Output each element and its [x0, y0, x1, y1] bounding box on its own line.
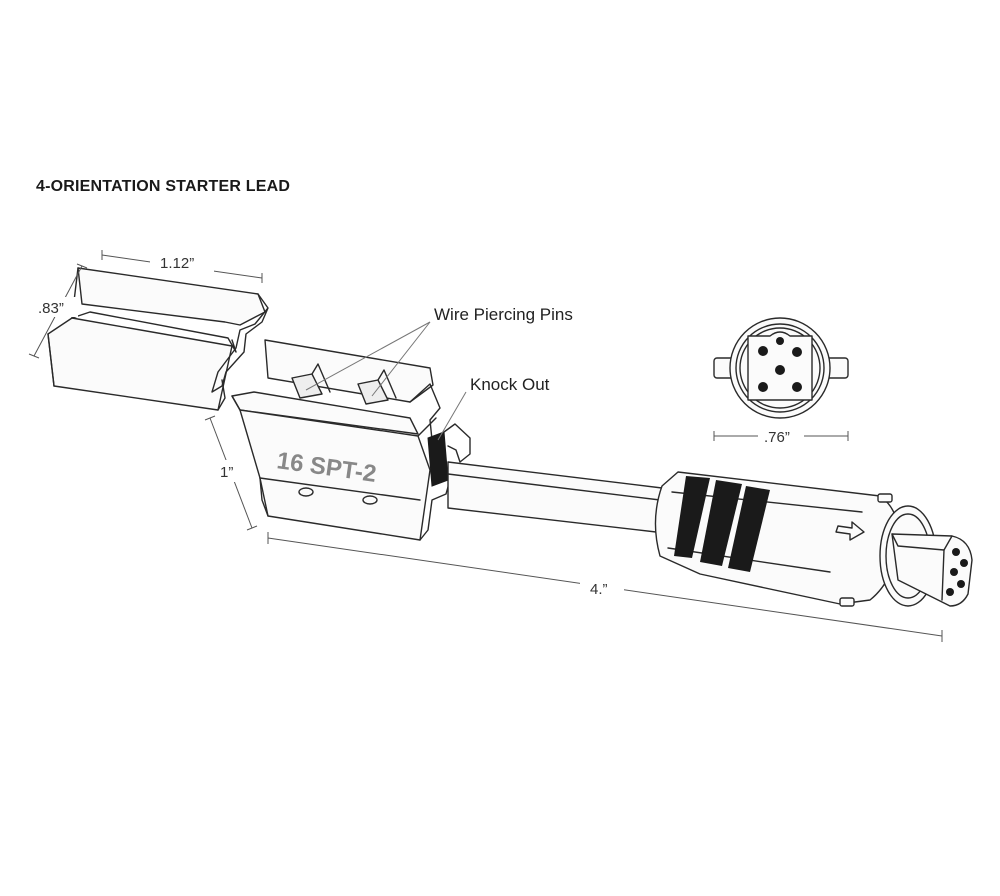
plug: [654, 471, 973, 607]
dim-label-connector-face: .76”: [764, 429, 790, 446]
end-cap: [47, 267, 269, 411]
connector-front-view: [713, 317, 849, 419]
dim-label-overall-length: 4.”: [590, 581, 608, 598]
dim-label-width-cap: 1.12”: [160, 255, 194, 272]
dimension-depth-cap: .83”: [28, 263, 88, 359]
callout-wire-piercing-pins: Wire Piercing Pins: [305, 305, 573, 397]
callout-knock-out: Knock Out: [437, 375, 550, 441]
diagram-title: 4-ORIENTATION STARTER LEAD: [36, 178, 291, 195]
dim-label-height-body: 1”: [220, 464, 233, 481]
label-knock-out: Knock Out: [470, 375, 550, 394]
label-wire-piercing-pins: Wire Piercing Pins: [434, 305, 573, 324]
dim-label-depth-cap: .83”: [38, 300, 64, 317]
dimension-height-body: 1”: [204, 415, 258, 531]
dimension-overall-length: 4.”: [267, 532, 943, 642]
dimension-width-cap: 1.12”: [101, 250, 263, 283]
connector-body: [231, 339, 471, 541]
dimension-connector-face: .76”: [713, 426, 849, 448]
cable: [447, 461, 663, 533]
